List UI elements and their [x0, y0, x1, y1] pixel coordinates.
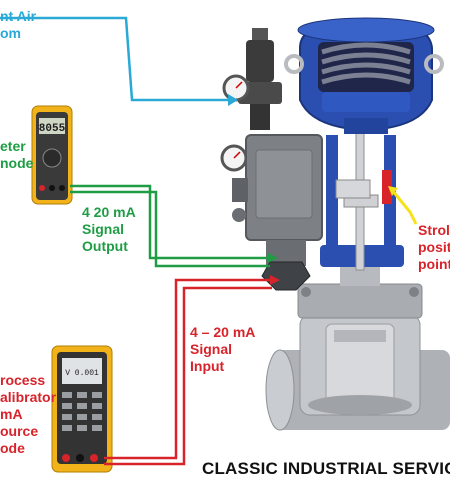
- signal-output-label: 4 20 mA Signal Output: [82, 204, 136, 254]
- signal-input-label: 4 – 20 mA Signal Input: [190, 324, 256, 374]
- process-calibrator: [51, 345, 113, 473]
- instrument-air-label: nt Air om: [0, 8, 37, 41]
- brand-footer: CLASSIC INDUSTRIAL SERVICE: [202, 459, 450, 478]
- signal-input-line-a: [104, 278, 272, 460]
- signal-output-line-a: [70, 184, 270, 260]
- pressure-gauge-bottom: [220, 144, 248, 172]
- stroke-pointer-arrow: [388, 186, 398, 196]
- signal-output-arrow: [268, 253, 278, 263]
- actuator: [284, 17, 444, 134]
- stroke-pointer-line: [390, 189, 418, 225]
- meter-reading: 8055: [39, 123, 66, 135]
- signal-input-line-b: [104, 286, 272, 466]
- pressure-gauge-top: [222, 74, 250, 102]
- stroke-position-label: Strol positi point: [418, 222, 450, 272]
- signal-output-line-b: [70, 190, 270, 268]
- multimeter-label: eter node: [0, 138, 34, 171]
- signal-input-arrow: [270, 275, 280, 285]
- valve-body: [265, 258, 450, 431]
- air-line-arrow: [228, 94, 238, 106]
- stroke-indicator: [335, 170, 392, 204]
- calibrator-screen-text: V 0.001: [65, 369, 99, 378]
- positioner: [232, 134, 323, 291]
- instrument-air-line: [0, 16, 228, 102]
- multimeter: [31, 105, 73, 205]
- process-calibrator-label: rocess alibrator mA ource ode: [0, 372, 57, 456]
